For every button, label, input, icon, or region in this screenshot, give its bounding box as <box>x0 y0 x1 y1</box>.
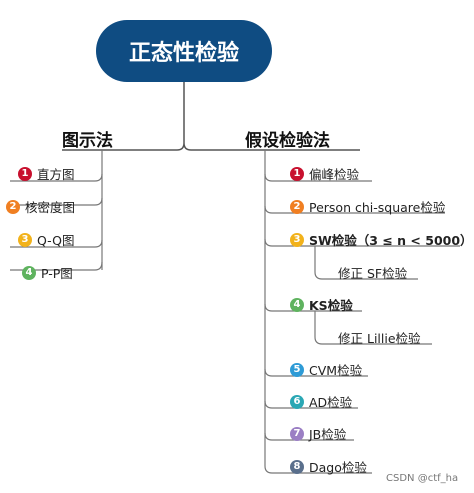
branch-title-left[interactable]: 图示法 <box>62 131 113 151</box>
number-badge: 2 <box>290 199 304 214</box>
right-item-label: SW检验（3 ≤ n < 5000） <box>309 233 473 248</box>
watermark: CSDN @ctf_ha <box>386 473 459 484</box>
right-item-3-sub[interactable]: 修正 SF检验 <box>338 266 408 281</box>
number-badge: 4 <box>22 265 36 280</box>
right-item-4[interactable]: 4 KS检验 <box>290 295 353 314</box>
right-item-2[interactable]: 2 Person chi-square检验 <box>290 197 445 216</box>
right-item-3[interactable]: 3 SW检验（3 ≤ n < 5000） <box>290 230 473 249</box>
number-badge: 1 <box>18 166 32 181</box>
right-item-label: Person chi-square检验 <box>309 200 446 215</box>
number-badge: 2 <box>6 199 20 214</box>
right-item-label: AD检验 <box>309 395 353 410</box>
root-node[interactable]: 正态性检验 <box>96 20 272 82</box>
right-item-8[interactable]: 8 Dago检验 <box>290 457 367 476</box>
left-item-label: Q-Q图 <box>37 233 75 248</box>
number-badge: 6 <box>290 394 304 409</box>
right-item-7[interactable]: 7 JB检验 <box>290 424 346 443</box>
left-item-1[interactable]: 1 直方图 <box>18 164 75 183</box>
number-badge: 8 <box>290 459 304 474</box>
left-item-label: 直方图 <box>37 167 75 182</box>
branch-title-right[interactable]: 假设检验法 <box>245 131 330 151</box>
right-item-label: JB检验 <box>309 427 347 442</box>
right-item-5[interactable]: 5 CVM检验 <box>290 360 362 379</box>
right-item-label: Dago检验 <box>309 460 367 475</box>
number-badge: 4 <box>290 297 304 312</box>
left-item-2[interactable]: 2 核密度图 <box>6 197 75 216</box>
number-badge: 3 <box>18 232 32 247</box>
right-item-1[interactable]: 1 偏峰检验 <box>290 164 359 183</box>
right-item-label: CVM检验 <box>309 363 363 378</box>
number-badge: 5 <box>290 362 304 377</box>
left-item-label: P-P图 <box>41 266 73 281</box>
left-item-4[interactable]: 4 P-P图 <box>22 263 73 282</box>
right-item-label: KS检验 <box>309 298 353 313</box>
number-badge: 7 <box>290 426 304 441</box>
number-badge: 1 <box>290 166 304 181</box>
left-item-3[interactable]: 3 Q-Q图 <box>18 230 75 249</box>
number-badge: 3 <box>290 232 304 247</box>
right-item-label: 偏峰检验 <box>309 167 360 182</box>
root-label: 正态性检验 <box>128 41 239 66</box>
left-item-label: 核密度图 <box>25 200 76 215</box>
right-item-4-sub[interactable]: 修正 Lillie检验 <box>338 331 421 346</box>
right-item-6[interactable]: 6 AD检验 <box>290 392 352 411</box>
